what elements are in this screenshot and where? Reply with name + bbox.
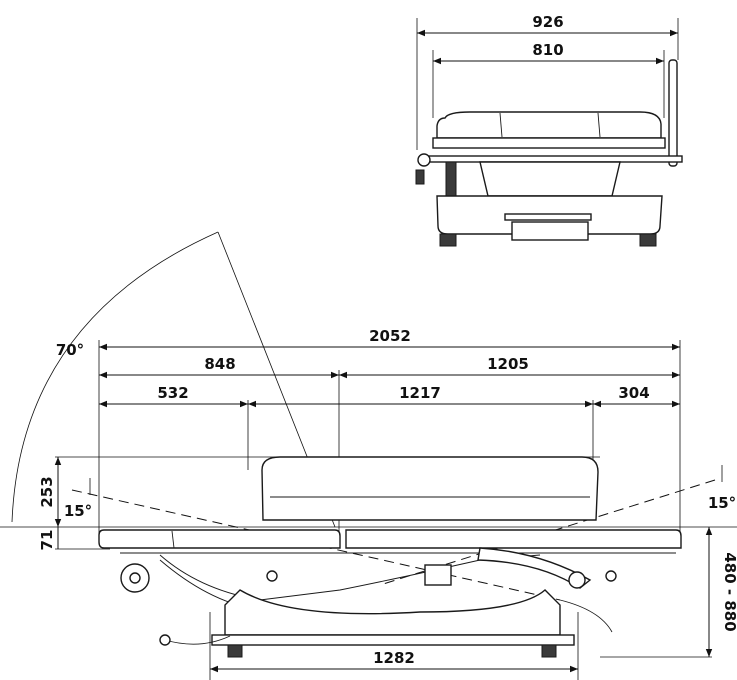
- linkage: [159, 554, 541, 601]
- dim-label-center-section: 1217: [399, 384, 441, 402]
- side-view: 2052 848 1205 532 1217 304 253 71 480 - …: [0, 231, 737, 680]
- side-knob: [417, 153, 431, 167]
- mattress-top: [436, 111, 662, 139]
- chain-knob: [159, 634, 171, 646]
- cable: [559, 599, 613, 633]
- bolt: [266, 570, 278, 582]
- foot-left: [227, 644, 243, 658]
- tilt-line-head: [71, 489, 561, 601]
- bolt: [605, 570, 617, 582]
- dim-label-foot-end: 304: [618, 384, 649, 402]
- side-rail: [668, 59, 678, 167]
- dim-label-overall-length: 2052: [369, 327, 411, 345]
- pedal-bar: [504, 213, 592, 221]
- frame: [432, 137, 666, 149]
- dim-label-backrest-tilt: 70°: [56, 341, 84, 359]
- dim-label-foot-tilt: 15°: [708, 494, 736, 512]
- lift-base: [224, 589, 561, 636]
- lever-pivot: [568, 571, 586, 589]
- mattress-seam: [597, 112, 601, 138]
- foot-right: [639, 233, 657, 247]
- wheel-hub: [129, 572, 141, 584]
- dim-label-top-width: 810: [532, 41, 563, 59]
- pedal: [511, 221, 589, 241]
- foot-right: [541, 644, 557, 658]
- dim-label-height-range: 480 - 880: [721, 552, 737, 631]
- dim-label-overall-width: 926: [532, 13, 563, 31]
- bellows: [445, 161, 457, 199]
- dim-label-head-section: 848: [204, 355, 235, 373]
- control-box: [424, 564, 452, 586]
- handle: [415, 169, 425, 185]
- angle-arc-70: [11, 231, 219, 523]
- chain: [164, 635, 231, 645]
- dim-label-head-rest: 532: [157, 384, 188, 402]
- backrest: [261, 456, 599, 521]
- head-section-top: [98, 529, 341, 549]
- foot-left: [439, 233, 457, 247]
- end-view: 926 810: [415, 13, 683, 247]
- dim-label-backrest-height: 253: [38, 476, 56, 507]
- body-section-top: [345, 529, 682, 549]
- top-seam: [171, 530, 175, 549]
- dim-label-head-tilt: 15°: [64, 502, 92, 520]
- dim-label-base-length: 1282: [373, 649, 415, 667]
- base-plate: [211, 634, 575, 646]
- lift-column: [479, 161, 621, 197]
- dim-label-body-section: 1205: [487, 355, 529, 373]
- dim-label-top-thickness: 71: [38, 530, 56, 551]
- cross-bar: [419, 155, 683, 163]
- mattress-seam: [499, 112, 503, 138]
